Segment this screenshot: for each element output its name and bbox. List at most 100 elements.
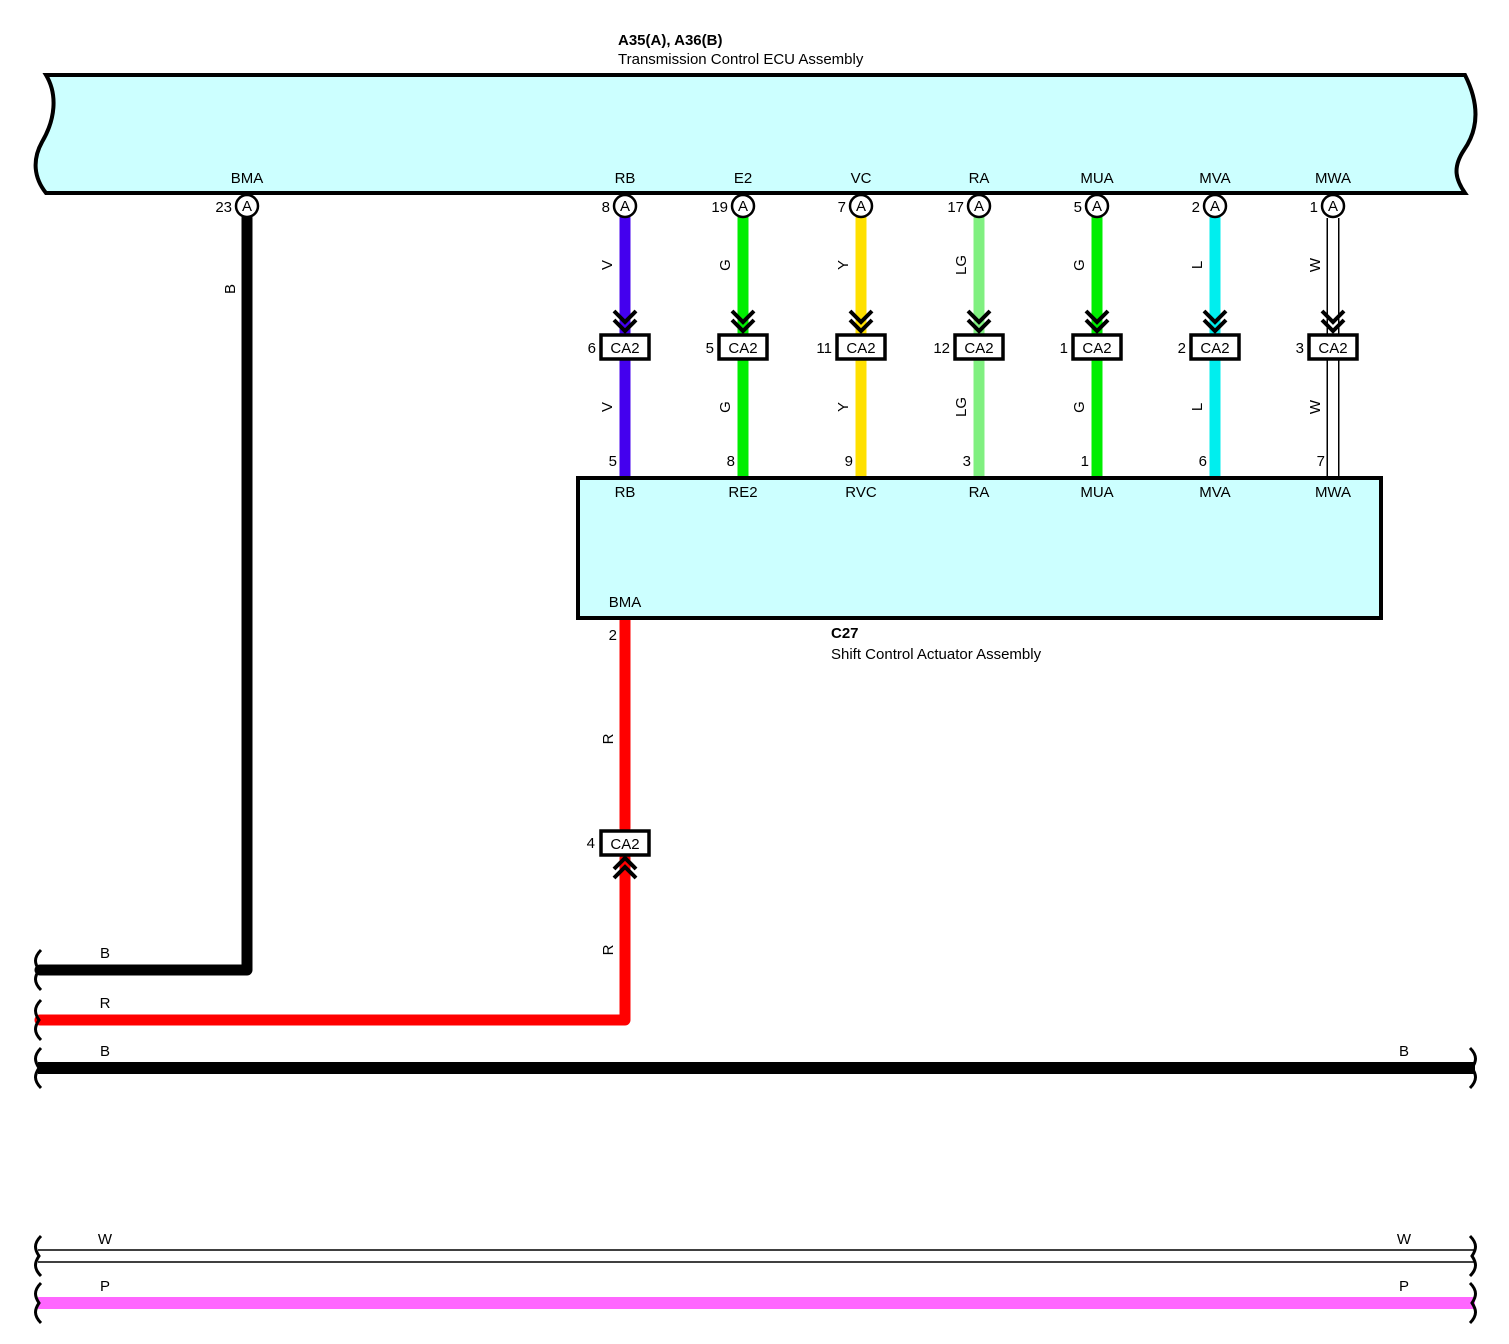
signal-6-chevron-0 [1320,318,1346,334]
signal-0-act-pin-number: 5 [609,453,617,470]
signal-1-chevron-1 [730,309,756,325]
wires-layer [34,212,1475,1309]
signal-5-ecu-pin-letter: A [1210,198,1220,215]
signal-2-ecu-pin-name: VC [851,170,872,187]
signal-1-ecu-pin [730,193,756,219]
bus-1-bracket-left [34,998,43,1042]
bus-0-label-left: B [100,945,110,962]
signal-3-ecu-pin-number: 17 [947,199,964,216]
signal-6-junction-label: CA2 [1318,340,1347,357]
feed-junction [599,829,651,857]
signal-3-act-pin-name: RA [969,484,990,501]
feed-color-code-lower: R [600,944,617,955]
ecu-code: A35(A), A36(B) [618,32,722,49]
bus-3-label-left: W [98,1231,113,1248]
feed-chevron-1 [612,864,638,880]
signal-0-junction-pin: 6 [588,340,596,357]
bus-4-label-left: P [100,1278,110,1295]
ecu-name: Transmission Control ECU Assembly [618,51,864,68]
signal-5-ecu-pin [1202,193,1228,219]
signal-2-act-pin-number: 9 [845,453,853,470]
signal-4-color-code-lower: G [1071,401,1088,413]
signal-0-color-code-lower: V [599,402,616,412]
signal-6-ecu-pin-letter: A [1328,198,1338,215]
labels-layer: A35(A), A36(B) Transmission Control ECU A… [98,32,1412,1295]
bma-ecu-pin-number: 23 [215,199,232,216]
bma-ecu-pin-name: BMA [231,170,264,187]
signal-5-act-pin-name: MVA [1199,484,1230,501]
signal-2-junction-pin: 11 [816,340,832,357]
signal-4-ecu-pin-number: 5 [1074,199,1082,216]
signal-2-junction-label: CA2 [846,340,875,357]
signal-4-ecu-pin [1084,193,1110,219]
signal-6-act-pin-number: 7 [1317,453,1325,470]
signal-3-junction-label: CA2 [964,340,993,357]
signal-6-act-pin-name: MWA [1315,484,1351,501]
signal-5-chevron-0 [1202,318,1228,334]
signal-6-color-code-upper: W [1307,257,1324,272]
signal-5-ecu-pin-number: 2 [1192,199,1200,216]
signal-0-junction [599,333,651,361]
signal-2-ecu-pin-letter: A [856,198,866,215]
signal-2-ecu-pin-number: 7 [838,199,846,216]
signal-3-act-pin-number: 3 [963,453,971,470]
feed-junction-label: CA2 [610,836,639,853]
bus-4-bracket-left [34,1281,43,1325]
signal-5-junction-pin: 2 [1178,340,1186,357]
signal-1-junction-label: CA2 [728,340,757,357]
actuator-box [576,476,1383,620]
signal-3-ecu-pin [966,193,992,219]
signal-4-ecu-pin-name: MUA [1080,170,1113,187]
signal-5-chevron-1 [1202,309,1228,325]
signal-3-chevron-1 [966,309,992,325]
components-layer [33,73,1478,620]
signal-1-color-code-upper: G [717,259,734,271]
signal-4-chevron-0 [1084,318,1110,334]
signal-3-ecu-pin-name: RA [969,170,990,187]
signal-4-color-code-upper: G [1071,259,1088,271]
signal-0-chevron-1 [612,309,638,325]
signal-5-act-pin-number: 6 [1199,453,1207,470]
actuator-bma-pin-name: BMA [609,594,642,611]
signal-6-junction [1307,333,1359,361]
bus-3-bracket-right [1468,1234,1477,1278]
signal-5-color-code-upper: L [1189,261,1206,269]
feed-junction-pin: 4 [587,835,595,852]
signal-2-color-code-lower: Y [835,402,852,412]
signal-1-ecu-pin-number: 19 [711,199,728,216]
signal-0-color-code-upper: V [599,260,616,270]
signal-1-act-pin-number: 8 [727,453,735,470]
signal-4-junction-pin: 1 [1060,340,1068,357]
bus-0-bracket-left [34,948,43,992]
signal-2-chevron-1 [848,309,874,325]
signal-1-junction-pin: 5 [706,340,714,357]
signal-2-act-pin-name: RVC [845,484,877,501]
signal-4-act-pin-name: MUA [1080,484,1113,501]
bus-2-label-left: B [100,1043,110,1060]
bus-1-label-left: R [100,995,111,1012]
signal-0-act-pin-name: RB [615,484,636,501]
signal-5-junction [1189,333,1241,361]
signal-4-junction-label: CA2 [1082,340,1111,357]
signal-6-ecu-pin [1320,193,1346,219]
bus-3-bracket-left [34,1234,43,1278]
signal-6-ecu-pin-name: MWA [1315,170,1351,187]
bma-wire [34,212,253,976]
signal-2-ecu-pin [848,193,874,219]
signal-0-ecu-pin-name: RB [615,170,636,187]
signal-0-junction-label: CA2 [610,340,639,357]
bus-4-label-right: P [1399,1278,1409,1295]
signal-0-chevron-0 [612,318,638,334]
signal-6-ecu-pin-number: 1 [1310,199,1318,216]
bus-4-bracket-right [1468,1281,1477,1325]
signal-3-color-code-lower: LG [953,397,970,417]
signal-0-ecu-pin-letter: A [620,198,630,215]
feed-color-code-upper: R [600,733,617,744]
signal-4-chevron-1 [1084,309,1110,325]
signal-4-junction [1071,333,1123,361]
signal-2-color-code-upper: Y [835,260,852,270]
signal-3-junction-pin: 12 [933,340,950,357]
signal-4-ecu-pin-letter: A [1092,198,1102,215]
actuator-name: Shift Control Actuator Assembly [831,646,1042,663]
signal-0-ecu-pin [612,193,638,219]
